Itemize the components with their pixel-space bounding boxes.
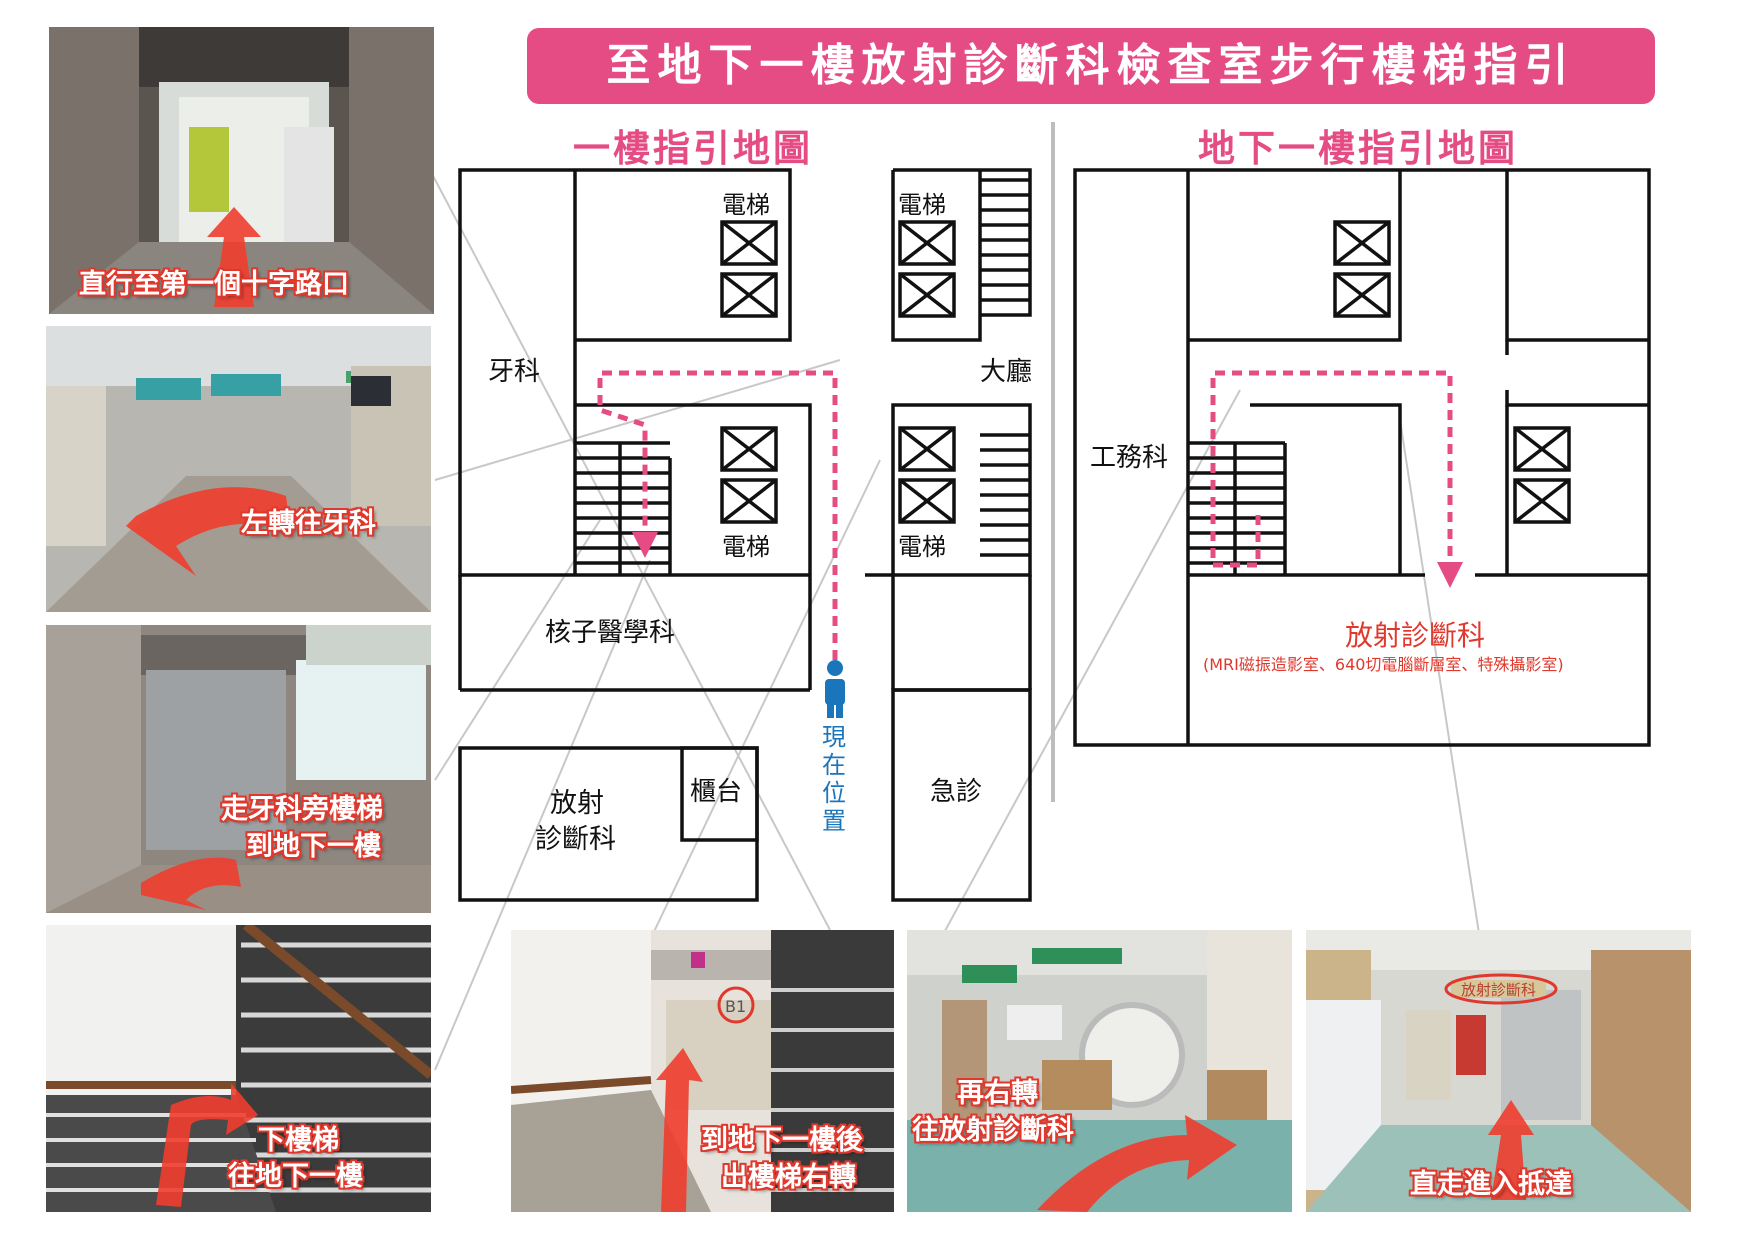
photo-2-image xyxy=(46,326,431,612)
b1-map-title: 地下一樓指引地圖 xyxy=(1198,127,1518,170)
label-elevator-3: 電梯 xyxy=(722,533,770,561)
photo-1-image xyxy=(49,27,434,314)
photo-3-image xyxy=(46,625,431,913)
label-current-1: 現 xyxy=(822,723,846,751)
label-current-2: 在 xyxy=(822,751,846,779)
page-title: 至地下一樓放射診斷科檢查室步行樓梯指引 xyxy=(527,28,1655,104)
label-engineering: 工務科 xyxy=(1090,443,1168,473)
photo-4-image xyxy=(46,925,431,1212)
photo-1: 直行至第一個十字路口 xyxy=(49,27,434,314)
label-nuclear: 核子醫學科 xyxy=(545,618,675,648)
photo-2-caption: 左轉往牙科 xyxy=(241,508,376,539)
photo-3: 走牙科旁樓梯 到地下一樓 xyxy=(46,625,431,913)
photo-5: B1 到地下一樓後 出樓梯右轉 xyxy=(511,930,894,1212)
radiology-sign-text: 放射診斷科 xyxy=(1461,981,1536,999)
label-emergency: 急診 xyxy=(930,777,982,807)
label-radiology-2: 診斷科 xyxy=(535,824,616,855)
label-current-4: 置 xyxy=(822,807,846,835)
photo-5-caption-2: 出樓梯右轉 xyxy=(721,1162,856,1193)
photo-6-image xyxy=(907,930,1292,1212)
photo-1-caption: 直行至第一個十字路口 xyxy=(79,269,349,300)
current-position-icon xyxy=(825,660,845,718)
label-lobby: 大廳 xyxy=(980,357,1032,387)
photo-5-image: B1 xyxy=(511,930,894,1212)
photo-5-caption-1: 到地下一樓後 xyxy=(701,1125,863,1156)
photo-3-caption-1: 走牙科旁樓梯 xyxy=(221,794,383,825)
photo-7: 放射診斷科 直走進入抵達 xyxy=(1306,930,1691,1212)
photo-6: 再右轉 往放射診斷科 xyxy=(907,930,1292,1212)
label-radiology-1: 放射 xyxy=(550,788,604,819)
photo-4: 下樓梯 往地下一樓 xyxy=(46,925,431,1212)
b1-marker-text: B1 xyxy=(725,997,746,1016)
label-elevator-4: 電梯 xyxy=(898,533,946,561)
label-b1-rooms: (MRI磁振造影室、640切電腦斷層室、特殊攝影室) xyxy=(1203,655,1564,674)
label-dental: 牙科 xyxy=(488,357,540,387)
label-current-3: 位 xyxy=(822,779,846,807)
label-b1-radiology: 放射診斷科 xyxy=(1345,619,1485,652)
photo-3-caption-2: 到地下一樓 xyxy=(246,831,381,862)
photo-4-caption-2: 往地下一樓 xyxy=(228,1161,363,1192)
label-elevator-1: 電梯 xyxy=(722,191,770,219)
map-divider xyxy=(1051,122,1055,802)
photo-7-image: 放射診斷科 xyxy=(1306,930,1691,1212)
photo-7-caption: 直走進入抵達 xyxy=(1410,1169,1572,1200)
floor1-map-title: 一樓指引地圖 xyxy=(573,127,813,170)
photo-6-caption-1: 再右轉 xyxy=(957,1078,1038,1109)
label-elevator-2: 電梯 xyxy=(898,191,946,219)
photo-2: 左轉往牙科 xyxy=(46,326,431,612)
label-counter: 櫃台 xyxy=(690,777,742,807)
photo-4-caption-1: 下樓梯 xyxy=(258,1125,339,1156)
photo-6-caption-2: 往放射診斷科 xyxy=(912,1115,1074,1146)
